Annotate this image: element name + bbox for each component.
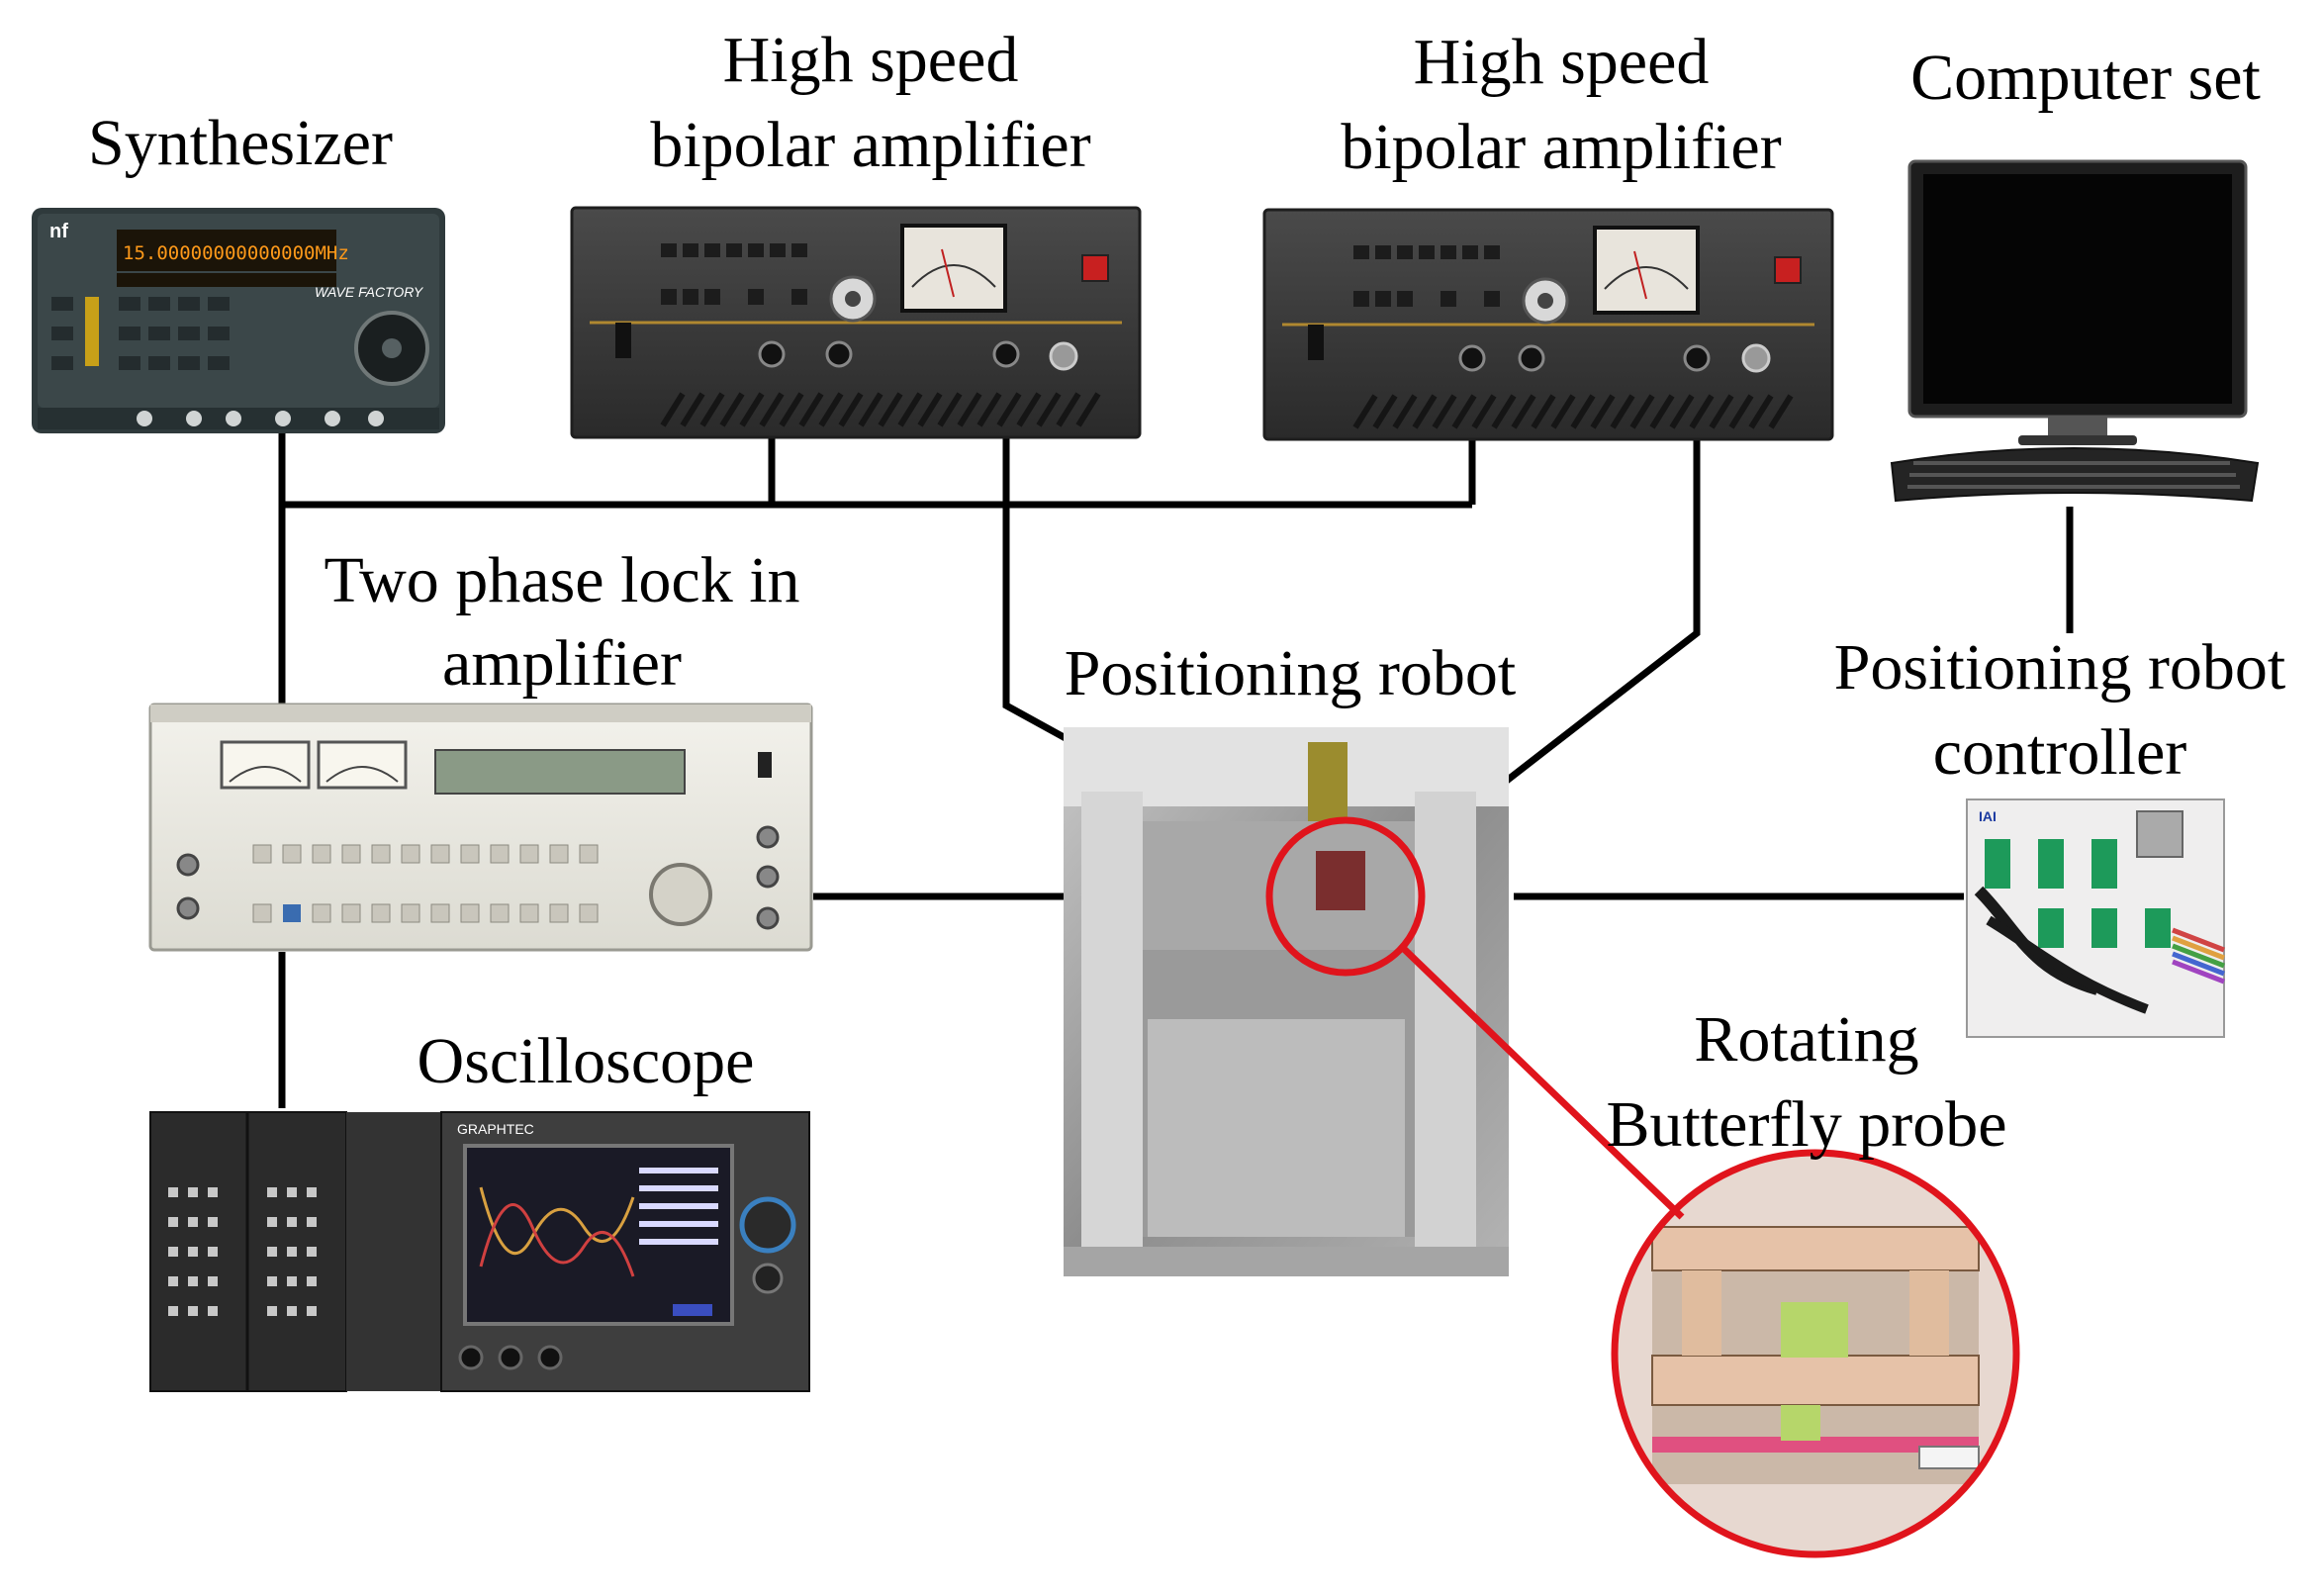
label-controller-line2: controller [1933,716,2187,789]
positioning-robot-device [1064,727,1509,1276]
label-controller-line1: Positioning robot [1834,631,2286,704]
label-computer: Computer set [1910,42,2261,114]
lockin-amplifier-device [148,703,813,952]
label-amp1-line1: High speed [723,24,1019,96]
computer-device [1890,159,2260,503]
controller-logo: IAI [1979,808,1997,824]
label-amp2-line1: High speed [1414,26,1710,98]
probe-zoom-connector [1400,945,1685,1220]
label-probe-line1: Rotating [1694,1003,1918,1076]
label-synthesizer: Synthesizer [88,107,393,179]
synthesizer-device: 15.00000000000000MHz nf WAVE FACTORY [32,208,445,433]
label-robot: Positioning robot [1065,637,1517,709]
controller-device: IAI [1966,798,2225,1038]
label-lockin-line1: Two phase lock in [324,544,799,616]
synth-display-text: 15.00000000000000MHz [123,242,349,264]
label-lockin-line2: amplifier [442,627,682,700]
probe-highlight-circle [1265,816,1426,977]
label-amp2-line2: bipolar amplifier [1341,111,1781,183]
probe-zoom-view [1611,1149,2020,1558]
label-oscilloscope: Oscilloscope [418,1025,755,1097]
amplifier-1-device [570,206,1142,439]
oscilloscope-brand: GRAPHTEC [457,1121,534,1137]
synth-logo: nf [49,221,68,242]
synth-brand: WAVE FACTORY [315,284,424,300]
amplifier-2-device [1262,208,1834,441]
label-probe-line2: Butterfly probe [1606,1088,2006,1161]
oscilloscope-device: GRAPHTEC [149,1111,810,1392]
label-amp1-line2: bipolar amplifier [650,109,1090,181]
